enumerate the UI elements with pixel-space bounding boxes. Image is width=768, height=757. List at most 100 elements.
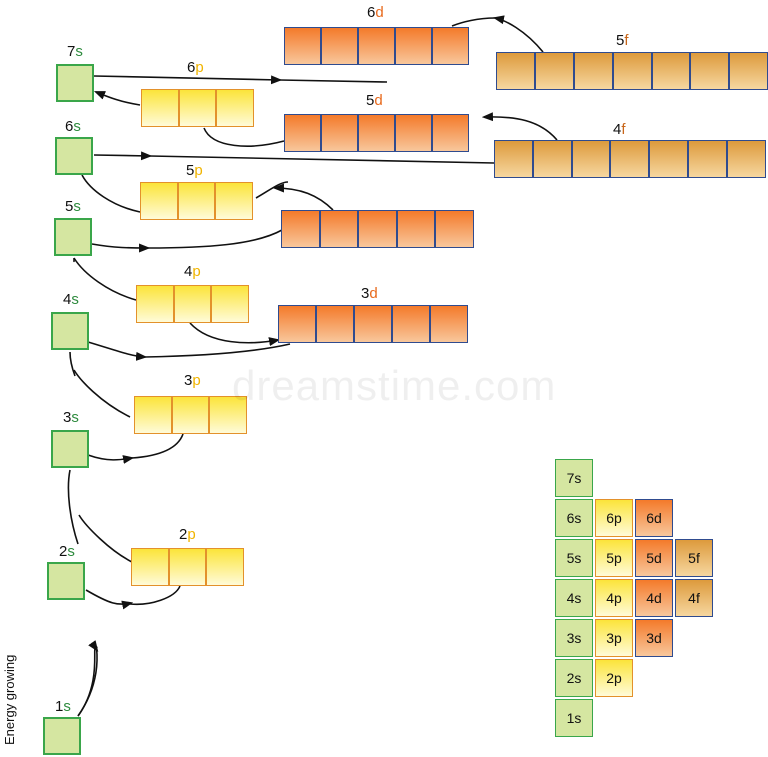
orbital-cell (395, 27, 432, 65)
orbital-cell (319, 210, 359, 248)
orbital-cell (358, 114, 395, 152)
filling-arrow (272, 183, 334, 211)
orbital-cell (316, 305, 354, 343)
principal-number: 3 (361, 285, 370, 302)
orbital-cell (209, 396, 247, 434)
orbital-cell (51, 312, 89, 350)
orbital-cell (726, 140, 766, 178)
orbital-cell (178, 89, 216, 127)
filling-arrow (81, 174, 141, 213)
orbital-cell (729, 52, 768, 90)
subshell-letter: s (75, 43, 83, 60)
orbital-cell (358, 27, 395, 65)
orbital-cell (494, 140, 533, 178)
orbital-5p (140, 182, 253, 220)
orbital-cell (435, 210, 474, 248)
filling-arrow (87, 454, 135, 464)
orbital-cell (496, 52, 535, 90)
filling-arrow (67, 469, 79, 545)
subshell-letter: p (192, 263, 201, 280)
subshell-letter: s (71, 291, 79, 308)
principal-number: 4 (613, 121, 622, 138)
orbital-cell (216, 89, 254, 127)
orbital-label-3d: 3d (361, 286, 378, 302)
principal-number: 2 (59, 543, 68, 560)
orbital-label-2s: 2s (59, 544, 75, 560)
subshell-letter: d (375, 4, 384, 21)
orbital-4d (281, 210, 474, 248)
table-cell-4f: 4f (675, 579, 713, 617)
subshell-letter: p (194, 162, 203, 179)
filling-arrow (131, 433, 184, 459)
orbital-cell (534, 52, 574, 90)
table-cell-4s: 4s (555, 579, 593, 617)
subshell-letter: d (374, 92, 383, 109)
table-cell-6s: 6s (555, 499, 593, 537)
filling-arrow (77, 646, 98, 717)
subshell-letter: p (187, 526, 196, 543)
orbital-cell (140, 182, 178, 220)
orbital-cell (55, 137, 93, 175)
orbital-cell (532, 140, 572, 178)
table-cell-5d: 5d (635, 539, 673, 577)
orbital-cell (690, 52, 730, 90)
orbital-6p (141, 89, 254, 127)
filling-arrow (189, 322, 281, 346)
orbital-cell (136, 285, 174, 323)
orbital-label-5s: 5s (65, 199, 81, 215)
filling-arrow (129, 585, 181, 606)
orbital-label-4f: 4f (613, 122, 626, 138)
orbital-cell (432, 114, 469, 152)
filling-arrow (93, 91, 141, 106)
principal-number: 4 (63, 291, 72, 308)
orbital-label-1s: 1s (55, 699, 71, 715)
orbital-cell (43, 717, 81, 755)
filling-arrow (203, 127, 285, 147)
orbital-cell (610, 140, 650, 178)
subshell-letter: d (369, 285, 378, 302)
orbital-1s (43, 717, 81, 755)
orbital-label-6s: 6s (65, 119, 81, 135)
subshell-letter: f (624, 32, 629, 49)
orbital-label-5d: 5d (366, 93, 383, 109)
subshell-letter: s (73, 198, 81, 215)
filling-arrow (87, 341, 148, 361)
orbital-cell (284, 27, 321, 65)
filling-arrow (279, 79, 388, 83)
filling-arrow (481, 112, 558, 141)
orbital-cell (131, 548, 169, 586)
orbital-cell (321, 27, 358, 65)
subshell-letter: s (67, 543, 75, 560)
orbital-3p (134, 396, 247, 434)
filling-arrow (69, 351, 76, 377)
subshell-letter: f (621, 121, 626, 138)
table-cell-4p: 4p (595, 579, 633, 617)
orbital-cell (211, 285, 249, 323)
orbital-4p (136, 285, 249, 323)
orbital-cell (51, 430, 89, 468)
filling-arrow (93, 75, 283, 85)
orbital-label-6d: 6d (367, 5, 384, 21)
orbital-cell (47, 562, 85, 600)
table-cell-6p: 6p (595, 499, 633, 537)
orbital-5d (284, 114, 469, 152)
orbital-cell (206, 548, 244, 586)
subshell-letter: s (63, 698, 71, 715)
orbital-cell (396, 210, 436, 248)
orbital-cell (432, 27, 469, 65)
subshell-letter: p (195, 59, 204, 76)
orbital-label-7s: 7s (67, 44, 83, 60)
filling-arrow (147, 229, 283, 249)
orbital-cell (649, 140, 688, 178)
table-cell-3s: 3s (555, 619, 593, 657)
filling-arrow (144, 343, 291, 358)
filling-arrow (78, 514, 137, 565)
table-cell-2s: 2s (555, 659, 593, 697)
orbital-cell (321, 114, 358, 152)
filling-arrow (91, 243, 151, 253)
orbital-cell (392, 305, 430, 343)
orbital-cell (56, 64, 94, 102)
orbital-cell (278, 305, 316, 343)
orbital-cell (54, 218, 92, 256)
